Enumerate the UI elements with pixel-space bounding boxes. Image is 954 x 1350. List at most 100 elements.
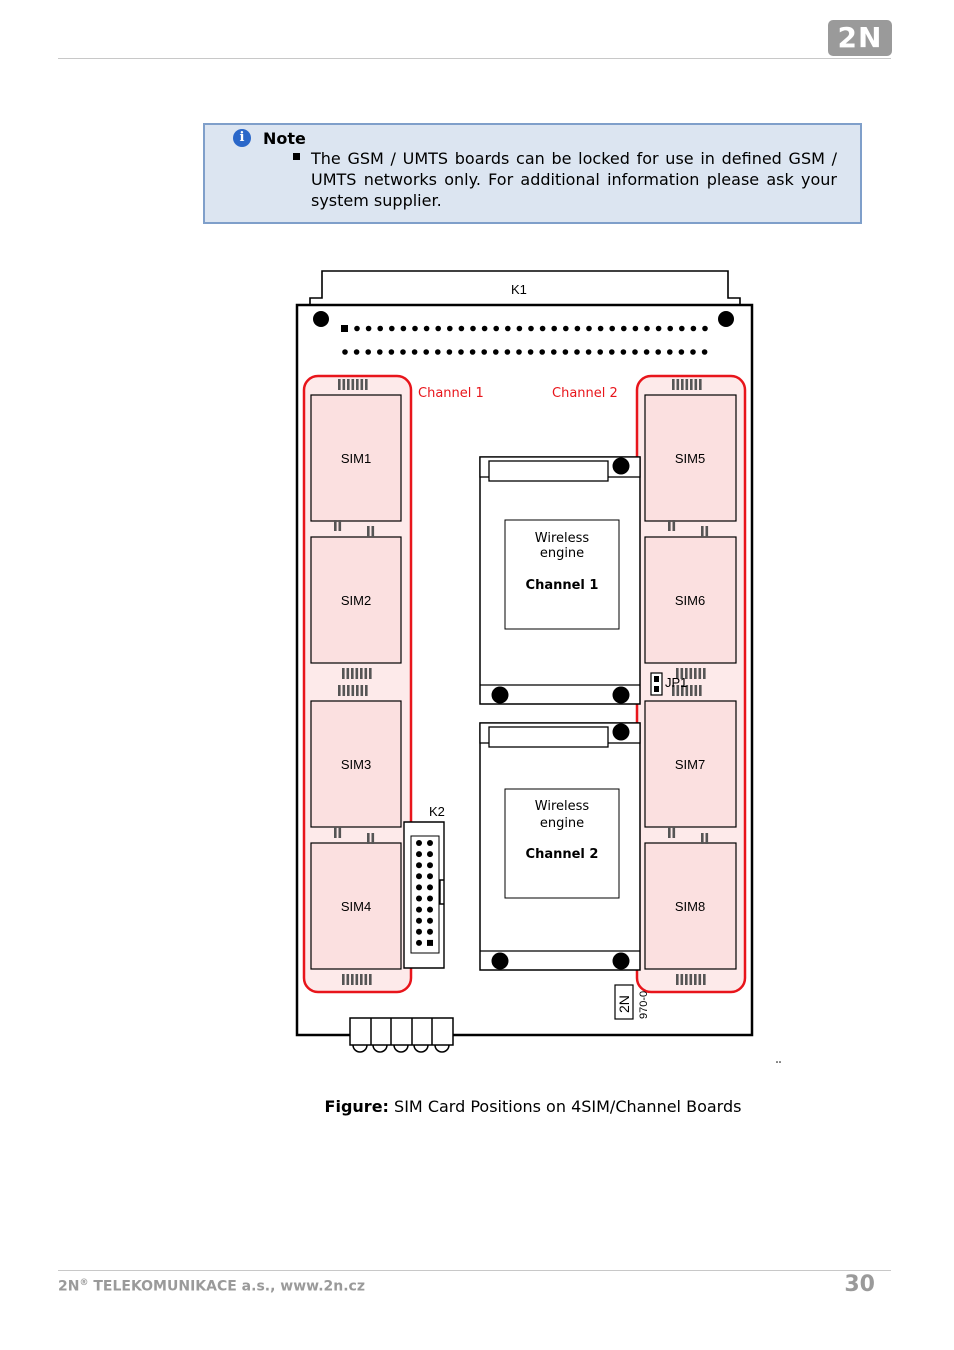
- logo-background: [828, 20, 892, 56]
- pin: [632, 349, 638, 355]
- pin: [527, 349, 534, 355]
- sim-slot-3: [310, 700, 402, 828]
- sim-label-1: SIM1: [341, 451, 371, 466]
- pin: [377, 349, 383, 355]
- pin: [493, 325, 500, 332]
- pin: [342, 349, 348, 355]
- jp1-pin: [654, 676, 659, 682]
- contact-pin: [365, 379, 368, 390]
- k2-pin: [427, 884, 433, 891]
- contact-pin: [338, 827, 342, 838]
- k2-pin-square: [427, 939, 433, 946]
- k2-connector: [403, 821, 445, 969]
- contact-pin: [668, 520, 671, 531]
- contact-pin: [356, 685, 359, 696]
- bullet-icon: [293, 153, 300, 160]
- contact-pin: [369, 668, 372, 679]
- pin-square: [341, 325, 348, 332]
- header-rule: [58, 58, 891, 59]
- contact-pin: [371, 526, 375, 537]
- pin: [354, 325, 360, 332]
- pin: [388, 349, 395, 355]
- bottom-connector: [349, 1017, 454, 1053]
- pin: [353, 349, 360, 355]
- k2-pin: [427, 862, 433, 869]
- pin: [539, 349, 545, 355]
- contact-pin: [346, 974, 350, 985]
- k2-pin: [416, 851, 422, 858]
- sim-label-2: SIM2: [341, 593, 371, 608]
- contact-pin: [360, 685, 364, 696]
- pin: [446, 349, 453, 355]
- contact-pin: [364, 974, 368, 985]
- stray-mark: [779, 1061, 781, 1063]
- sim-slot-8: [644, 842, 737, 970]
- contact-pin: [680, 668, 684, 679]
- pin: [458, 349, 464, 355]
- contact-pin: [685, 668, 688, 679]
- figure-caption-text: SIM Card Positions on 4SIM/Channel Board…: [394, 1097, 742, 1116]
- contact-pin: [355, 668, 359, 679]
- sim-label-7: SIM7: [675, 757, 705, 772]
- pin: [574, 325, 581, 332]
- contact-pin: [371, 833, 375, 844]
- contact-pin: [672, 379, 675, 390]
- pin: [702, 325, 708, 332]
- contact-pin: [342, 974, 345, 985]
- pin: [377, 325, 384, 332]
- contact-pin: [676, 379, 680, 390]
- k2-pin: [416, 917, 422, 924]
- contact-pin: [701, 526, 704, 537]
- engine-2-line1: Wireless: [535, 799, 590, 814]
- contact-pin: [342, 668, 345, 679]
- contact-pin: [367, 526, 370, 537]
- contact-pin: [680, 974, 684, 985]
- sim-label-5: SIM5: [675, 451, 705, 466]
- pin: [597, 325, 604, 332]
- pin: [655, 325, 662, 332]
- contact-pin: [342, 685, 346, 696]
- group-label-channel-2: Channel 2: [552, 386, 618, 401]
- pin: [516, 325, 523, 332]
- contact-pin: [334, 827, 337, 838]
- info-icon: i: [233, 129, 251, 147]
- k2-pin: [427, 906, 433, 913]
- jp1-pin: [654, 686, 659, 692]
- pin-row: [354, 325, 708, 332]
- sim-slot-7: [644, 700, 737, 828]
- pin: [516, 349, 522, 355]
- contact-pin: [672, 827, 676, 838]
- pin: [389, 325, 395, 332]
- k2-pin: [427, 840, 433, 846]
- pin: [585, 349, 592, 355]
- contact-pin: [685, 379, 689, 390]
- pin: [481, 325, 488, 332]
- contact-pin: [694, 668, 697, 679]
- footer-company-prefix: 2N: [58, 1278, 80, 1295]
- contact-pin: [672, 685, 675, 696]
- contact-pin: [694, 379, 698, 390]
- engine-1-line3: Channel 1: [526, 578, 599, 593]
- pin: [562, 349, 569, 355]
- contact-pin: [689, 668, 693, 679]
- contact-pin: [676, 668, 679, 679]
- wireless-engine-module-2: Wireless engine Channel 2: [479, 722, 641, 971]
- registered-mark: ®: [79, 1278, 89, 1288]
- pin: [643, 349, 650, 355]
- contact-pin: [369, 974, 372, 985]
- sim-label-4: SIM4: [341, 899, 371, 914]
- contact-pin: [676, 685, 680, 696]
- pin: [470, 325, 476, 332]
- contact-pin: [694, 974, 697, 985]
- pin: [667, 349, 673, 355]
- pin: [678, 349, 685, 355]
- pin: [481, 349, 488, 355]
- contact-pin: [685, 974, 688, 985]
- contact-pin: [698, 974, 702, 985]
- sim-slot-5: [644, 394, 737, 522]
- contact-pin: [351, 685, 355, 696]
- contact-pin: [347, 685, 350, 696]
- pin: [690, 349, 696, 355]
- pin: [621, 325, 627, 332]
- pin: [505, 325, 511, 332]
